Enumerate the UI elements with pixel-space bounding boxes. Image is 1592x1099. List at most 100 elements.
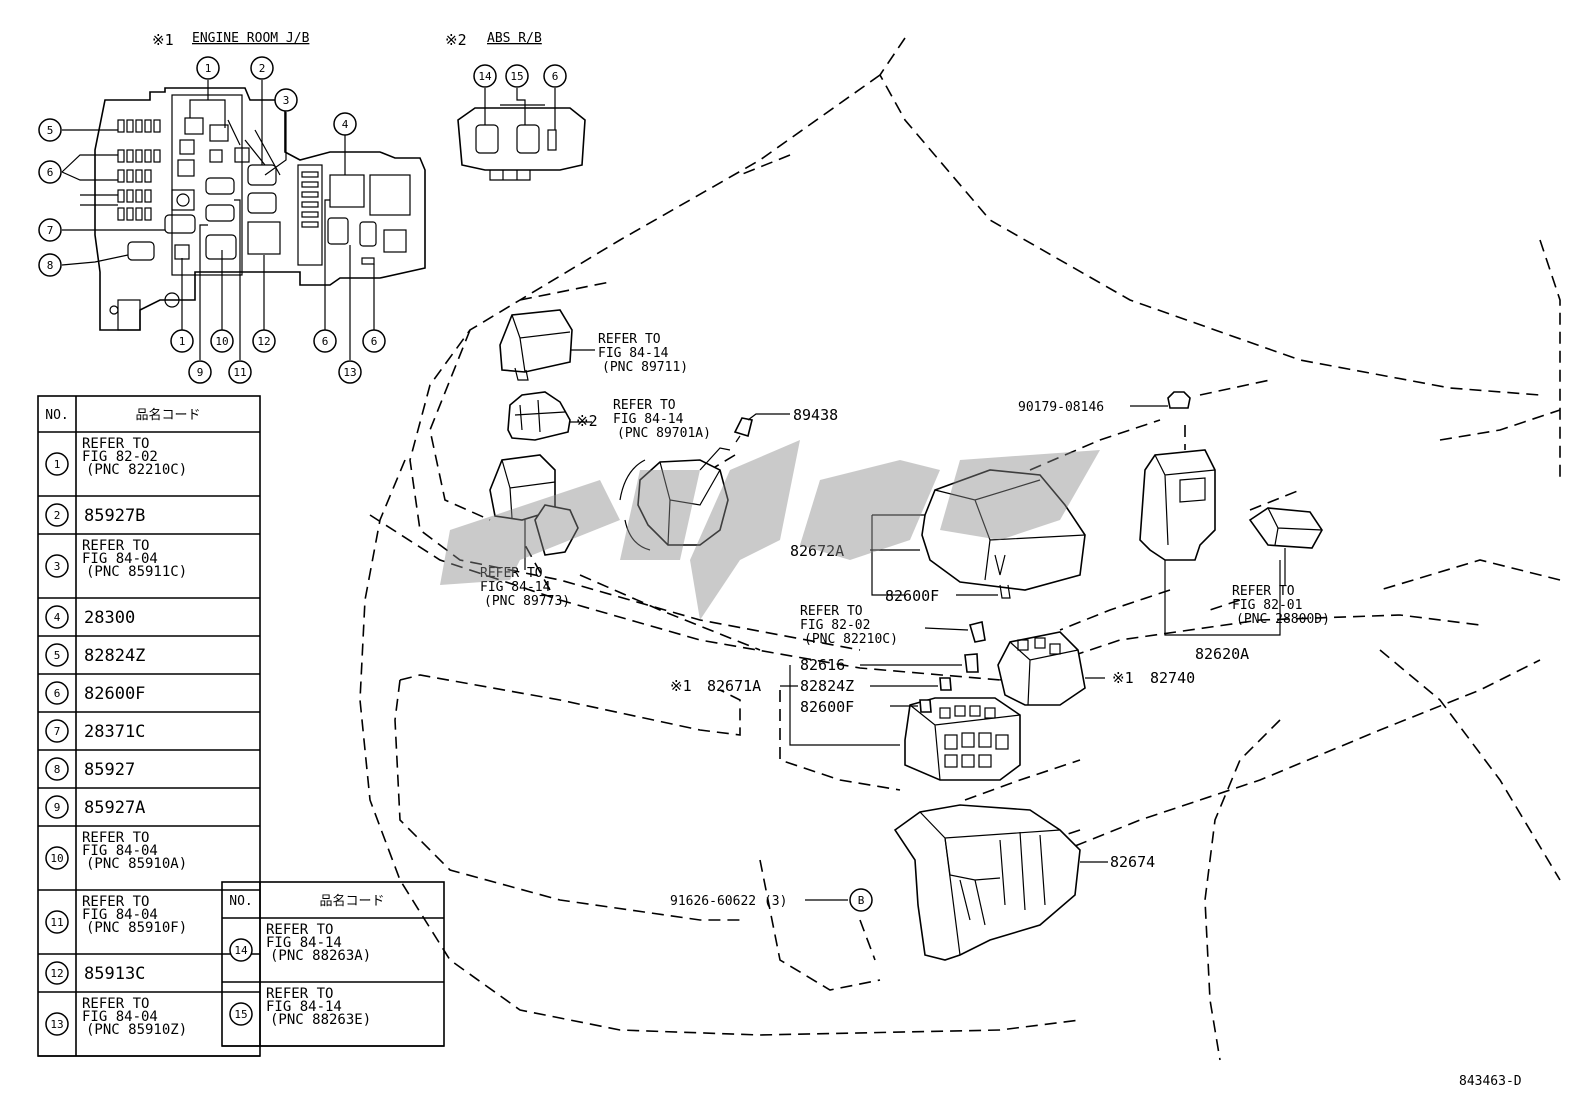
relay-top-label-3: (PNC 89711) xyxy=(602,360,688,375)
table-row-code: FIG 84-04 xyxy=(82,843,158,859)
bracket-label: 82620A xyxy=(1195,645,1249,663)
svg-text:14: 14 xyxy=(478,70,492,83)
relay-top-label-1: REFER TO xyxy=(598,332,661,347)
relay-top xyxy=(499,309,595,381)
relay-right xyxy=(1248,507,1323,585)
refer-82-02-2: FIG 82-02 xyxy=(800,618,870,633)
table-row-code: REFER TO xyxy=(266,922,333,938)
table-row-code: 85927 xyxy=(84,760,135,780)
table-row-code: (PNC 85910A) xyxy=(86,856,187,872)
inset2-title: ABS R/B xyxy=(487,31,542,46)
table-row-no: 12 xyxy=(50,967,63,980)
table-row-no: 1 xyxy=(54,458,61,471)
table-row-no: 10 xyxy=(50,852,63,865)
table-row-code: (PNC 85910Z) xyxy=(86,1022,187,1038)
svg-text:8: 8 xyxy=(47,259,54,272)
table-row-code: 85927B xyxy=(84,506,145,526)
table-row-code: 82600F xyxy=(84,684,145,704)
table-row-code: FIG 84-04 xyxy=(82,907,158,923)
cover2-mark: ※1 xyxy=(1112,669,1134,687)
inset1-mark: ※1 xyxy=(152,31,174,49)
table-row-no: 5 xyxy=(54,649,61,662)
table-row-code: 85927A xyxy=(84,798,145,818)
table-row-code: REFER TO xyxy=(82,830,149,846)
svg-text:4: 4 xyxy=(342,118,349,131)
fuse-box-assy xyxy=(789,665,1021,781)
relay-middle xyxy=(507,391,592,441)
refer-82-01-3: (PNC 28800D) xyxy=(1236,612,1330,627)
table-row-code: REFER TO xyxy=(82,436,149,452)
table-row-code: (PNC 85910F) xyxy=(86,920,187,936)
cover-82740 xyxy=(997,631,1105,706)
cover2-label: 82740 xyxy=(1150,669,1195,687)
label-82616: 82616 xyxy=(800,656,845,674)
table-row-no: 4 xyxy=(54,611,61,624)
figure-id: 843463-D xyxy=(1459,1074,1522,1089)
table-row-code: FIG 84-04 xyxy=(82,551,158,567)
relay-bottom-label-1: REFER TO xyxy=(480,566,543,581)
svg-text:7: 7 xyxy=(47,224,54,237)
svg-text:10: 10 xyxy=(215,335,228,348)
table-header-code: 品名コード xyxy=(319,893,384,909)
assy-label: 82671A xyxy=(707,677,761,695)
relay-middle-label-2: FIG 84-14 xyxy=(613,412,684,427)
relay-top-label-2: FIG 84-14 xyxy=(598,346,669,361)
label-82824z: 82824Z xyxy=(800,677,854,695)
table-frame xyxy=(37,395,261,1057)
refer-82-01-1: REFER TO xyxy=(1232,584,1295,599)
svg-text:1: 1 xyxy=(179,335,186,348)
table-row-code: REFER TO xyxy=(82,894,149,910)
table-row-no: 2 xyxy=(54,509,61,522)
vehicle-outline xyxy=(359,37,1561,1061)
small-fuses xyxy=(860,621,986,713)
bolt xyxy=(1130,391,1191,409)
relay-bottom-label-3: (PNC 89773) xyxy=(484,594,570,609)
inset-abs-rb: ※2 ABS R/B 14 15 6 xyxy=(445,31,586,181)
table-row-code: FIG 84-04 xyxy=(82,1009,158,1025)
screw: B xyxy=(805,888,873,912)
bracket-82620a xyxy=(1139,449,1281,636)
inset1-title: ENGINE ROOM J/B xyxy=(192,31,310,46)
actuator xyxy=(619,447,731,551)
cover-label: 82672A xyxy=(790,542,844,560)
table-row-code: (PNC 85911C) xyxy=(86,564,187,580)
svg-text:6: 6 xyxy=(552,70,559,83)
svg-text:15: 15 xyxy=(510,70,523,83)
table-row-no: 3 xyxy=(54,560,61,573)
watermark-logo xyxy=(440,440,1100,620)
table-row-code: (PNC 82210C) xyxy=(86,462,187,478)
table-row-no: 9 xyxy=(54,801,61,814)
svg-text:6: 6 xyxy=(371,335,378,348)
inset2-mark: ※2 xyxy=(445,31,467,49)
lower-box-82674 xyxy=(893,804,1108,961)
svg-text:13: 13 xyxy=(343,366,356,379)
table-row-code: (PNC 88263E) xyxy=(270,1012,371,1028)
screw-label: 91626-60622 (3) xyxy=(670,894,787,909)
inset1-callouts: 1 2 3 4 5 6 7 8 1 9 10 11 12 6 13 6 xyxy=(38,56,386,384)
table-row-code: REFER TO xyxy=(266,986,333,1002)
svg-text:2: 2 xyxy=(259,62,266,75)
label-82600f: 82600F xyxy=(800,698,854,716)
fuse-small-label: 82600F xyxy=(885,587,939,605)
refer-82-02-3: (PNC 82210C) xyxy=(804,632,898,647)
svg-text:6: 6 xyxy=(47,166,54,179)
bolt-label: 90179-08146 xyxy=(1018,400,1104,415)
refer-82-02-1: REFER TO xyxy=(800,604,863,619)
relay-middle-label-1: REFER TO xyxy=(613,398,676,413)
table-row-no: 6 xyxy=(54,687,61,700)
assy-mark: ※1 xyxy=(670,677,692,695)
table-header-no: NO. xyxy=(229,894,252,909)
svg-text:3: 3 xyxy=(283,94,290,107)
table-row-code: 82824Z xyxy=(84,646,145,666)
sensor-89438 xyxy=(733,413,790,443)
table-header-code: 品名コード xyxy=(135,407,200,423)
svg-text:11: 11 xyxy=(233,366,246,379)
table-row-no: 14 xyxy=(234,944,248,957)
svg-text:5: 5 xyxy=(47,124,54,137)
svg-text:12: 12 xyxy=(257,335,270,348)
table-row-no: 11 xyxy=(50,916,63,929)
table-row-code: 28300 xyxy=(84,608,135,628)
